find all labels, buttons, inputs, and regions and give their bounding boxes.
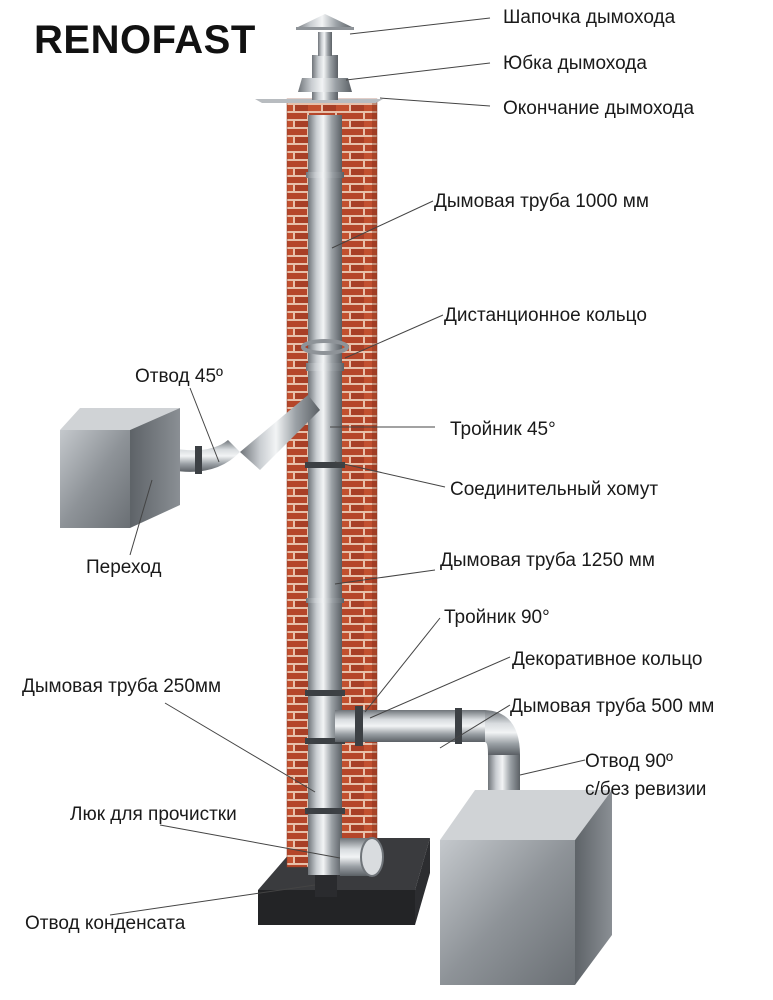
label-elbow-90-line1: Отвод 90º [585,751,673,772]
label-tee-90: Тройник 90° [444,607,550,628]
label-elbow-90: Отвод 90º с/без ревизии [585,748,706,803]
label-chimney-end: Окончание дымохода [503,98,695,119]
label-pipe-1250: Дымовая труба 1250 мм [440,550,655,571]
label-elbow-45: Отвод 45º [135,366,223,387]
label-pipe-1000: Дымовая труба 1000 мм [434,191,649,212]
label-tee-45: Тройник 45° [450,419,556,440]
label-chimney-cap: Шапочка дымохода [503,7,676,28]
condensate-outlet-shape [315,875,337,897]
label-chimney-skirt: Юбка дымохода [503,53,647,74]
spacer-ring-shape [301,339,349,355]
leader-lines [109,17,586,916]
cleanout-hatch [340,837,384,877]
label-pipe-500: Дымовая труба 500 мм [510,696,715,717]
right-boiler-box [440,790,612,985]
label-decor-ring: Декоративное кольцо [512,649,703,670]
label-clamp: Соединительный хомут [450,479,659,500]
main-vertical-pipe [305,115,345,875]
label-spacer-ring: Дистанционное кольцо [444,305,647,326]
chimney-cap-group [296,14,354,100]
brand-logo-text: RENOFAST [34,18,256,62]
label-cleanout: Люк для прочистки [70,804,237,825]
label-elbow-90-line2: с/без ревизии [585,778,707,800]
chimney-end-plate [255,99,383,103]
left-boiler-box [60,408,180,528]
label-adapter: Переход [86,557,162,578]
label-pipe-250: Дымовая труба 250мм [22,676,222,697]
label-condensate: Отвод конденсата [25,913,186,934]
